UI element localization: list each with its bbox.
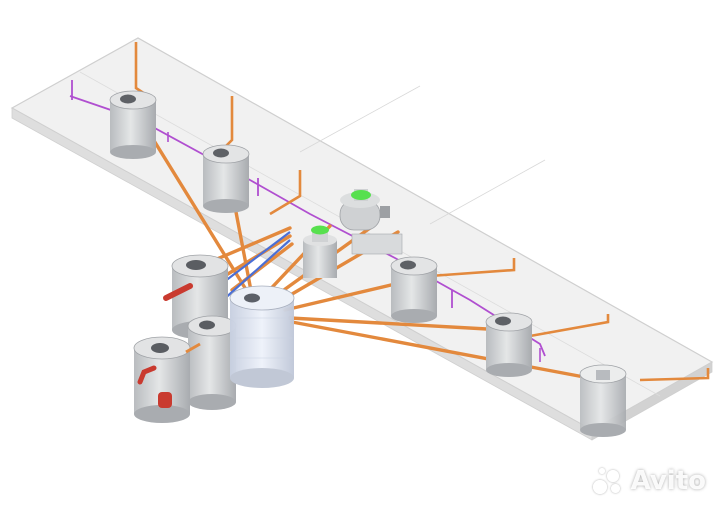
control-box (303, 225, 337, 278)
treatment-tank-small (187, 315, 237, 410)
septic-tank-4 (485, 312, 541, 377)
treatment-tank-front (133, 336, 201, 423)
watermark-text: Avito (630, 466, 706, 496)
blower-unit (303, 189, 403, 278)
septic-tank-1 (109, 90, 169, 159)
avito-dots-icon (591, 466, 625, 496)
septic-tank-3 (390, 256, 438, 323)
septic-tank-2 (202, 144, 250, 213)
septic-tank-5 (579, 364, 627, 437)
storage-tank-central (229, 285, 295, 388)
avito-watermark: Avito (591, 466, 706, 496)
